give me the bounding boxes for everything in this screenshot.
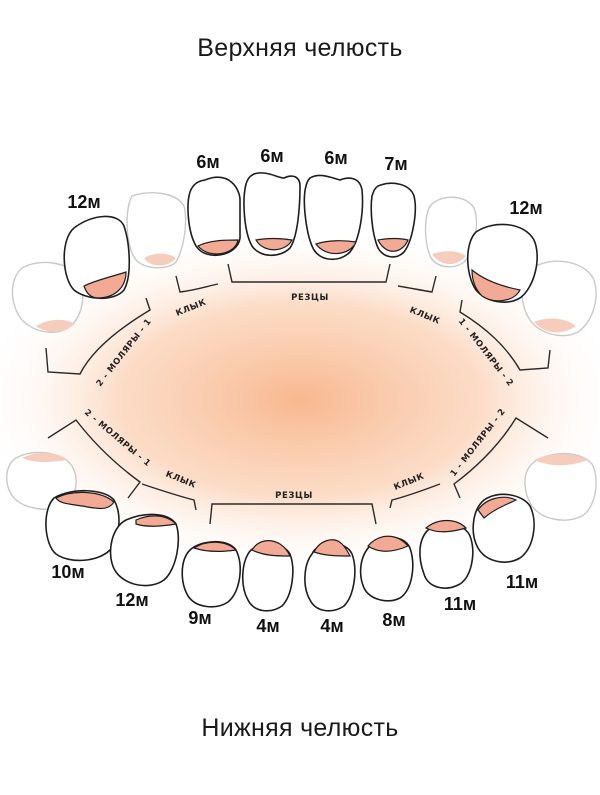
tooth-lower-right-premolar [419, 519, 474, 589]
tooth-upper-faded-right-molar [521, 260, 597, 337]
upper-age-right-molar: 12м [509, 198, 542, 218]
tooth-upper-left-molar [63, 215, 131, 300]
upper-jaw-title: Верхняя челюсть [197, 34, 403, 62]
tooth-upper-right-molar [466, 223, 538, 303]
lower-right-canine-bracket [389, 483, 441, 509]
lower-age-left-canine: 9м [188, 608, 211, 628]
lower-brackets [47, 417, 549, 525]
lower-age-left-lateral: 4м [256, 616, 279, 636]
upper-incisors-label: РЕЗЦЫ [291, 293, 329, 303]
lower-age-left-premolar: 12м [115, 590, 148, 610]
upper-left-canine-bracket [175, 275, 219, 293]
upper-age-left-molar: 12м [67, 192, 100, 212]
tooth-upper-right-central-incisor [303, 174, 364, 261]
tooth-upper-left-central-incisor [243, 172, 301, 257]
lower-left-molars-bracket [47, 419, 141, 499]
lower-incisors-label: РЕЗЦЫ [275, 491, 313, 501]
tooth-upper-faded-left-molar [11, 261, 84, 333]
upper-right-molars-bracket [459, 299, 551, 371]
tooth-lower-left-canine [181, 540, 241, 608]
tooth-upper-right-lateral-incisor [370, 182, 417, 258]
upper-right-canine-bracket [397, 275, 437, 293]
tooth-lower-left-premolar [109, 513, 180, 587]
lower-jaw-title: Нижняя челюсть [201, 714, 399, 742]
lower-age-left-molar: 10м [51, 562, 84, 582]
lower-age-right-molar: 11м [506, 572, 538, 592]
upper-incisors-bracket [227, 263, 391, 283]
upper-teeth [11, 172, 597, 337]
lower-right-molars-bracket [453, 417, 549, 499]
upper-left-molars-bracket [45, 297, 151, 375]
lower-incisors-bracket [209, 503, 377, 525]
tooth-lower-left-lateral-incisor [241, 540, 294, 612]
upper-age-left-central: 6м [260, 146, 283, 166]
tooth-upper-faded-left-premolar [126, 192, 187, 269]
tooth-lower-right-lateral-incisor [304, 539, 356, 612]
upper-age-left-lateral: 6м [196, 152, 219, 172]
tooth-lower-right-canine [359, 535, 414, 602]
lower-teeth [6, 451, 597, 612]
lower-age-right-lateral: 4м [320, 616, 343, 636]
upper-age-right-central: 6м [324, 148, 347, 168]
tooth-lower-left-molar [45, 489, 120, 562]
upper-age-right-lateral: 7м [384, 154, 407, 174]
tooth-lower-right-molar [472, 493, 535, 563]
tooth-upper-faded-right-premolar [424, 196, 478, 268]
lower-age-right-premolar: 11м [444, 594, 476, 614]
lower-age-right-canine: 8м [382, 610, 405, 630]
tooth-upper-left-lateral-incisor [187, 176, 241, 256]
lower-left-canine-bracket [141, 483, 197, 511]
mouth-glow [0, 225, 600, 575]
upper-brackets [45, 263, 551, 375]
tooth-lower-faded-right-molar [524, 452, 597, 521]
